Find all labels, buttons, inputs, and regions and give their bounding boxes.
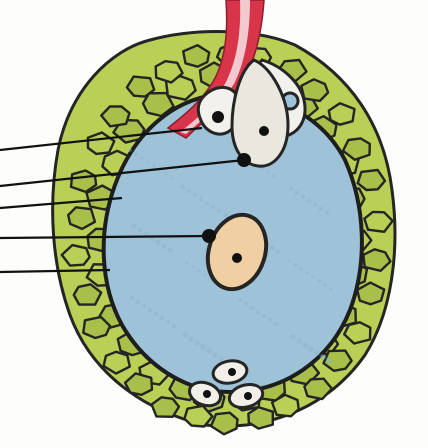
- sac-speckle: [290, 334, 296, 340]
- sac-speckle: [329, 287, 332, 290]
- sac-speckle: [181, 185, 185, 189]
- sac-speckle: [199, 197, 203, 201]
- sac-speckle: [191, 265, 194, 268]
- sac-speckle: [197, 269, 200, 272]
- nucellus-cell: [301, 79, 328, 101]
- sac-speckle: [166, 320, 170, 324]
- sac-speckle: [289, 187, 293, 191]
- sac-speckle: [319, 207, 323, 211]
- sac-speckle: [266, 170, 269, 173]
- sac-speckle: [211, 205, 215, 209]
- sac-speckle: [130, 296, 134, 300]
- sac-speckle: [296, 338, 302, 344]
- antipodal-nucleus: [203, 390, 211, 398]
- sac-speckle: [218, 356, 224, 362]
- sac-speckle: [244, 302, 248, 306]
- sac-speckle: [182, 332, 188, 338]
- sac-speckle: [167, 247, 173, 253]
- sac-speckle: [155, 239, 161, 245]
- sac-speckle: [326, 358, 332, 364]
- sac-speckle: [172, 324, 176, 328]
- sac-speckle: [307, 199, 311, 203]
- egg-nucleus: [259, 126, 269, 136]
- sac-speckle: [193, 193, 197, 197]
- nucellus-cell: [71, 171, 96, 192]
- sac-speckle: [287, 259, 290, 262]
- sac-speckle: [134, 152, 137, 155]
- sac-speckle: [325, 211, 329, 215]
- sac-speckle: [152, 164, 155, 167]
- sac-speckle: [142, 304, 146, 308]
- sac-speckle: [269, 245, 275, 251]
- pointer-dot: [237, 153, 251, 167]
- sac-speckle: [140, 156, 143, 159]
- sac-speckle: [131, 223, 137, 229]
- sac-speckle: [164, 172, 167, 175]
- sac-speckle: [170, 176, 173, 179]
- sac-speckle: [320, 354, 326, 360]
- sac-speckle: [311, 275, 314, 278]
- sac-speckle: [200, 344, 206, 350]
- sac-speckle: [299, 267, 302, 270]
- sac-speckle: [262, 314, 266, 318]
- sac-speckle: [154, 312, 158, 316]
- nucellus-cell: [358, 170, 385, 190]
- sac-speckle: [275, 249, 281, 255]
- nucellus-cell: [127, 77, 154, 97]
- sac-speckle: [146, 160, 149, 163]
- sac-speckle: [203, 273, 206, 276]
- sac-speckle: [223, 213, 227, 217]
- sac-speckle: [194, 340, 200, 346]
- sac-speckle: [160, 316, 164, 320]
- sac-speckle: [256, 310, 260, 314]
- sac-speckle: [308, 346, 314, 352]
- nucellus-cell: [248, 407, 272, 429]
- sac-speckle: [188, 336, 194, 342]
- sac-speckle: [212, 352, 218, 358]
- sac-speckle: [295, 191, 299, 195]
- sac-speckle: [205, 201, 209, 205]
- antipodal-nucleus: [228, 368, 236, 376]
- nucellus-cell: [152, 397, 179, 417]
- sac-speckle: [137, 227, 143, 233]
- antipodal-nucleus: [244, 392, 252, 400]
- sac-speckle: [128, 148, 131, 151]
- sac-speckle: [238, 298, 242, 302]
- sac-speckle: [305, 271, 308, 274]
- sac-speckle: [302, 342, 308, 348]
- sac-speckle: [268, 318, 272, 322]
- sac-speckle: [187, 189, 191, 193]
- sac-speckle: [217, 209, 221, 213]
- sac-speckle: [136, 300, 140, 304]
- sac-speckle: [293, 263, 296, 266]
- central-cell-nucleolus: [232, 253, 242, 263]
- sac-speckle: [148, 308, 152, 312]
- sac-speckle: [317, 279, 320, 282]
- pointer-dot: [202, 229, 216, 243]
- sac-speckle: [323, 283, 326, 286]
- sac-speckle: [272, 174, 275, 177]
- sac-speckle: [185, 261, 188, 264]
- sac-speckle: [313, 203, 317, 207]
- sac-speckle: [314, 350, 320, 356]
- sac-speckle: [206, 348, 212, 354]
- synergid-left-nucleus: [212, 111, 224, 123]
- sac-speckle: [301, 195, 305, 199]
- sac-speckle: [250, 306, 254, 310]
- sac-speckle: [274, 322, 278, 326]
- sac-speckle: [161, 243, 167, 249]
